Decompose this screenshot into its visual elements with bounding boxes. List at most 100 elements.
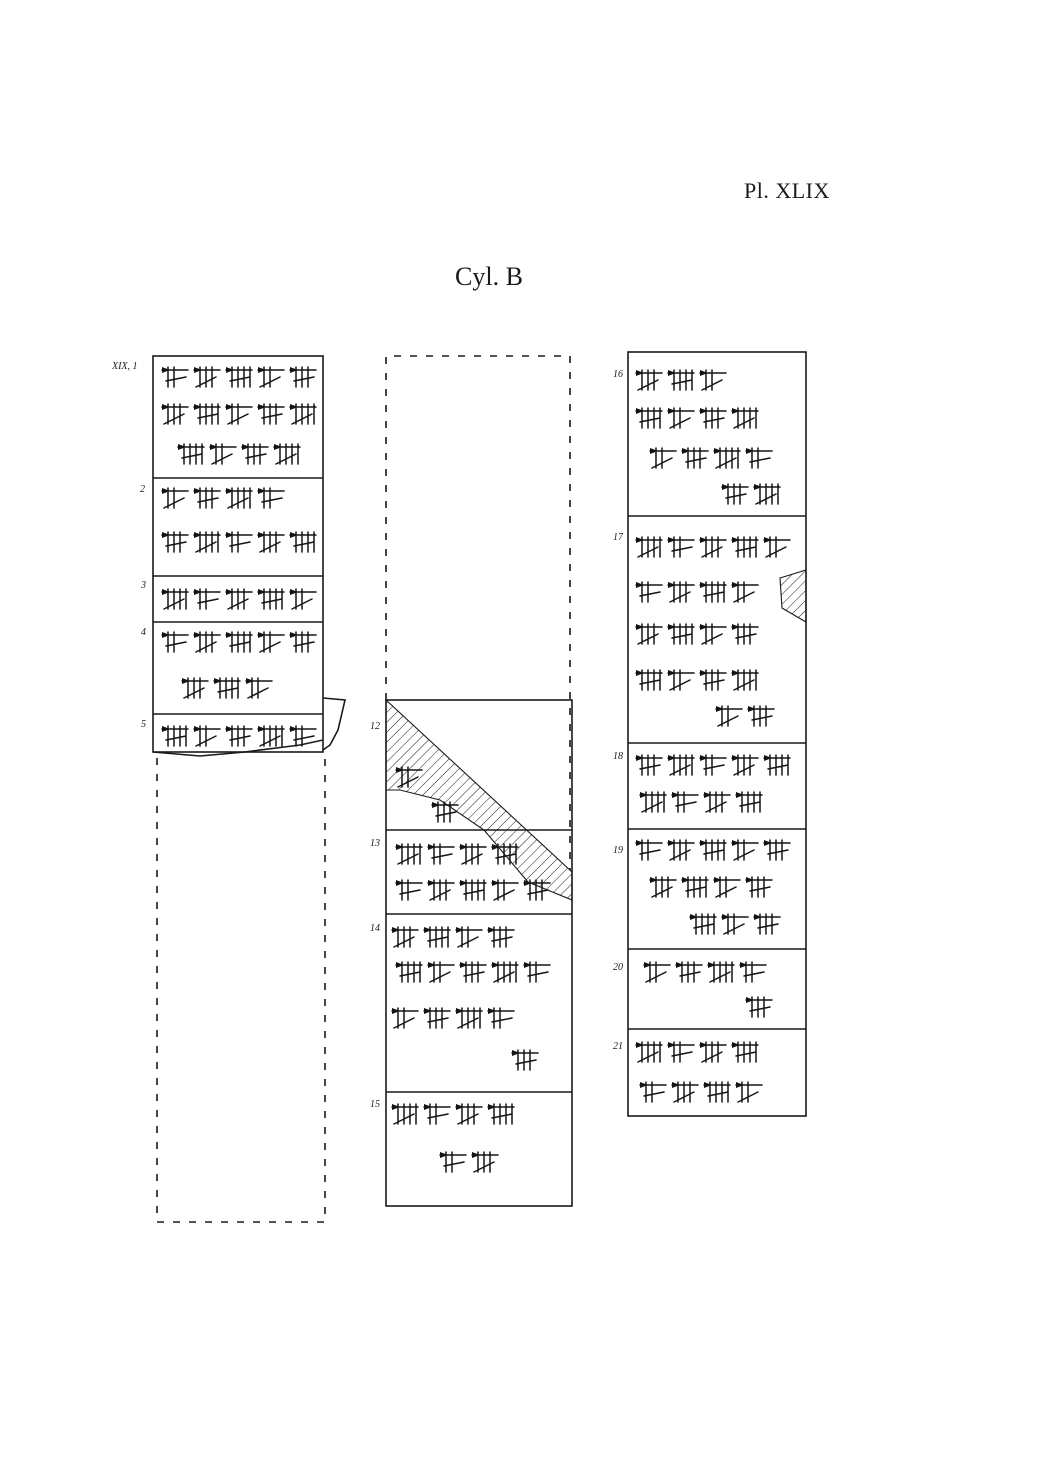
cuneiform-sign xyxy=(491,879,519,901)
cuneiform-sign xyxy=(699,1041,727,1063)
cuneiform-sign xyxy=(699,407,727,429)
line-number: 12 xyxy=(370,721,380,732)
column-2-frame xyxy=(385,355,573,1207)
cuneiform-sign xyxy=(707,961,735,983)
cuneiform-sign xyxy=(391,1007,419,1029)
cuneiform-sign xyxy=(439,1151,467,1173)
cuneiform-sign xyxy=(395,961,423,983)
cuneiform-sign xyxy=(423,1103,451,1125)
line-number: 20 xyxy=(613,962,623,973)
cuneiform-sign xyxy=(257,366,285,388)
cuneiform-sign xyxy=(763,839,791,861)
cuneiform-sign xyxy=(699,369,727,391)
cuneiform-sign xyxy=(747,705,775,727)
line-number: 2 xyxy=(140,484,145,495)
cuneiform-sign xyxy=(241,443,269,465)
line-number: 18 xyxy=(613,751,623,762)
cuneiform-sign xyxy=(257,487,285,509)
cuneiform-sign xyxy=(193,631,221,653)
cuneiform-sign xyxy=(667,369,695,391)
cuneiform-sign xyxy=(699,581,727,603)
line-number: 14 xyxy=(370,923,380,934)
line-number: 13 xyxy=(370,838,380,849)
cuneiform-sign xyxy=(713,876,741,898)
cuneiform-sign xyxy=(763,754,791,776)
cuneiform-sign xyxy=(257,531,285,553)
cuneiform-sign xyxy=(177,443,205,465)
cuneiform-sign xyxy=(161,487,189,509)
cuneiform-sign xyxy=(225,531,253,553)
cuneiform-sign xyxy=(213,677,241,699)
cuneiform-sign xyxy=(395,766,423,788)
cuneiform-sign xyxy=(391,926,419,948)
cuneiform-sign xyxy=(699,754,727,776)
cuneiform-sign xyxy=(731,581,759,603)
cuneiform-sign xyxy=(667,407,695,429)
cuneiform-sign xyxy=(753,483,781,505)
line-number: XIX, 1 xyxy=(112,361,138,372)
cuneiform-sign xyxy=(731,839,759,861)
cuneiform-sign xyxy=(459,879,487,901)
cuneiform-sign xyxy=(289,725,317,747)
cuneiform-sign xyxy=(639,791,667,813)
line-number: 3 xyxy=(141,580,146,591)
cuneiform-sign xyxy=(459,843,487,865)
cuneiform-sign xyxy=(455,926,483,948)
cuneiform-sign xyxy=(739,961,767,983)
cuneiform-sign xyxy=(745,996,773,1018)
line-number: 17 xyxy=(613,532,623,543)
cuneiform-sign xyxy=(667,839,695,861)
cuneiform-sign xyxy=(245,677,273,699)
cuneiform-sign xyxy=(523,961,551,983)
cuneiform-sign xyxy=(161,725,189,747)
cuneiform-sign xyxy=(635,407,663,429)
cuneiform-sign xyxy=(161,403,189,425)
cuneiform-sign xyxy=(289,531,317,553)
cuneiform-sign xyxy=(289,588,317,610)
cuneiform-sign xyxy=(639,1081,667,1103)
cuneiform-sign xyxy=(635,1041,663,1063)
cuneiform-sign xyxy=(713,447,741,469)
cuneiform-sign xyxy=(395,879,423,901)
cuneiform-sign xyxy=(257,631,285,653)
cuneiform-sign xyxy=(731,1041,759,1063)
cuneiform-sign xyxy=(225,366,253,388)
cuneiform-sign xyxy=(731,669,759,691)
cuneiform-sign xyxy=(289,631,317,653)
cuneiform-sign xyxy=(391,1103,419,1125)
cuneiform-sign xyxy=(735,791,763,813)
cuneiform-sign xyxy=(699,669,727,691)
column-3-frame xyxy=(627,351,807,1117)
cuneiform-sign xyxy=(273,443,301,465)
cuneiform-sign xyxy=(735,1081,763,1103)
cuneiform-sign xyxy=(635,369,663,391)
cuneiform-sign xyxy=(523,879,551,901)
cuneiform-sign xyxy=(209,443,237,465)
cuneiform-sign xyxy=(745,876,773,898)
cuneiform-sign xyxy=(225,588,253,610)
cuneiform-sign xyxy=(257,588,285,610)
cuneiform-sign xyxy=(667,623,695,645)
cuneiform-sign xyxy=(643,961,671,983)
line-number: 19 xyxy=(613,845,623,856)
cuneiform-sign xyxy=(193,403,221,425)
cuneiform-sign xyxy=(257,403,285,425)
cuneiform-sign xyxy=(721,483,749,505)
cuneiform-sign xyxy=(511,1049,539,1071)
cuneiform-sign xyxy=(731,623,759,645)
cuneiform-sign xyxy=(699,536,727,558)
cuneiform-sign xyxy=(715,705,743,727)
cuneiform-sign xyxy=(635,581,663,603)
cuneiform-sign xyxy=(635,536,663,558)
cuneiform-sign xyxy=(423,1007,451,1029)
cuneiform-sign xyxy=(667,581,695,603)
cuneiform-sign xyxy=(193,487,221,509)
cuneiform-sign xyxy=(753,913,781,935)
cuneiform-sign xyxy=(491,961,519,983)
cuneiform-sign xyxy=(161,631,189,653)
cuneiform-sign xyxy=(699,839,727,861)
cuneiform-sign xyxy=(471,1151,499,1173)
cuneiform-sign xyxy=(667,1041,695,1063)
cuneiform-sign xyxy=(635,623,663,645)
